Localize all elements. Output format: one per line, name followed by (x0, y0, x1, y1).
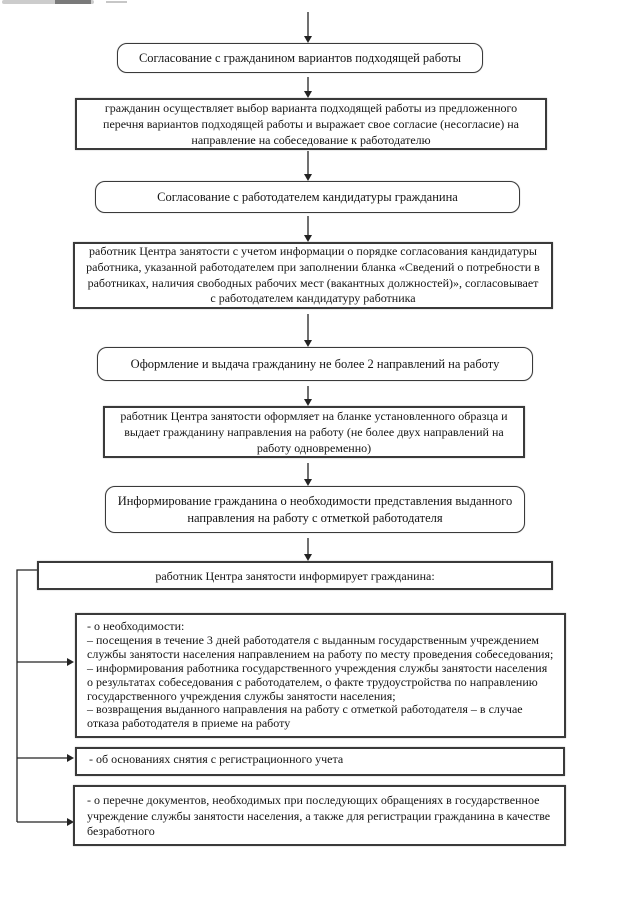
down-arrow-6 (304, 386, 312, 406)
list-line: - о необходимости: (87, 619, 185, 633)
box-label: Согласование с гражданином вариантов под… (138, 51, 462, 65)
box-label: - о перечне документов, необходимых при … (87, 793, 551, 838)
flow-box-inform-return-referral: Информирование гражданина о необходимост… (105, 486, 525, 533)
scan-artifact (106, 1, 127, 3)
branch-bracket (16, 569, 37, 822)
flow-box-info-necessity-list: - о необходимости: – посещения в течение… (75, 613, 566, 738)
branch-arrow-1 (17, 658, 74, 666)
flow-box-info-required-documents: - о перечне документов, необходимых при … (73, 785, 566, 846)
branch-arrow-3 (17, 818, 74, 826)
box-label: Информирование гражданина о необходимост… (117, 493, 513, 525)
down-arrow-1 (304, 12, 312, 43)
flow-box-worker-issues-referrals: работник Центра занятости оформляет на б… (103, 406, 525, 458)
box-label: гражданин осуществляет выбор варианта по… (103, 101, 519, 147)
box-label: Согласование с работодателем кандидатуры… (157, 190, 458, 204)
flow-box-citizen-selects-variant: гражданин осуществляет выбор варианта по… (75, 98, 547, 150)
box-label: работник Центра занятости оформляет на б… (120, 409, 508, 455)
box-label: работник Центра занятости с учетом инфор… (86, 243, 540, 306)
flow-box-worker-informs-citizen: работник Центра занятости информирует гр… (37, 561, 553, 590)
down-arrow-4 (304, 216, 312, 242)
box-label: работник Центра занятости информирует гр… (155, 568, 435, 583)
down-arrow-7 (304, 463, 312, 486)
branch-arrow-2 (17, 754, 74, 762)
flow-box-issue-two-referrals: Оформление и выдача гражданину не более … (97, 347, 533, 381)
flow-box-info-deregistration-grounds: - об основаниях снятия с регистрационног… (75, 747, 565, 776)
down-arrow-8 (304, 538, 312, 561)
box-label: Оформление и выдача гражданину не более … (130, 357, 500, 371)
scan-artifact (55, 0, 91, 4)
list-line: – посещения в течение 3 дней работодател… (87, 632, 554, 661)
flow-box-worker-coordinates-candidate: работник Центра занятости с учетом инфор… (73, 242, 553, 309)
flow-box-approve-candidate-with-employer: Согласование с работодателем кандидатуры… (95, 181, 520, 213)
list-line: – возвращения выданного направления на р… (87, 702, 523, 731)
down-arrow-3 (304, 151, 312, 181)
down-arrow-2 (304, 77, 312, 98)
down-arrow-5 (304, 314, 312, 347)
box-label: - об основаниях снятия с регистрационног… (89, 752, 344, 766)
scan-artifact (2, 0, 94, 4)
flow-box-approve-variants-with-citizen: Согласование с гражданином вариантов под… (117, 43, 483, 73)
list-line: – информирования работника государственн… (87, 660, 548, 703)
